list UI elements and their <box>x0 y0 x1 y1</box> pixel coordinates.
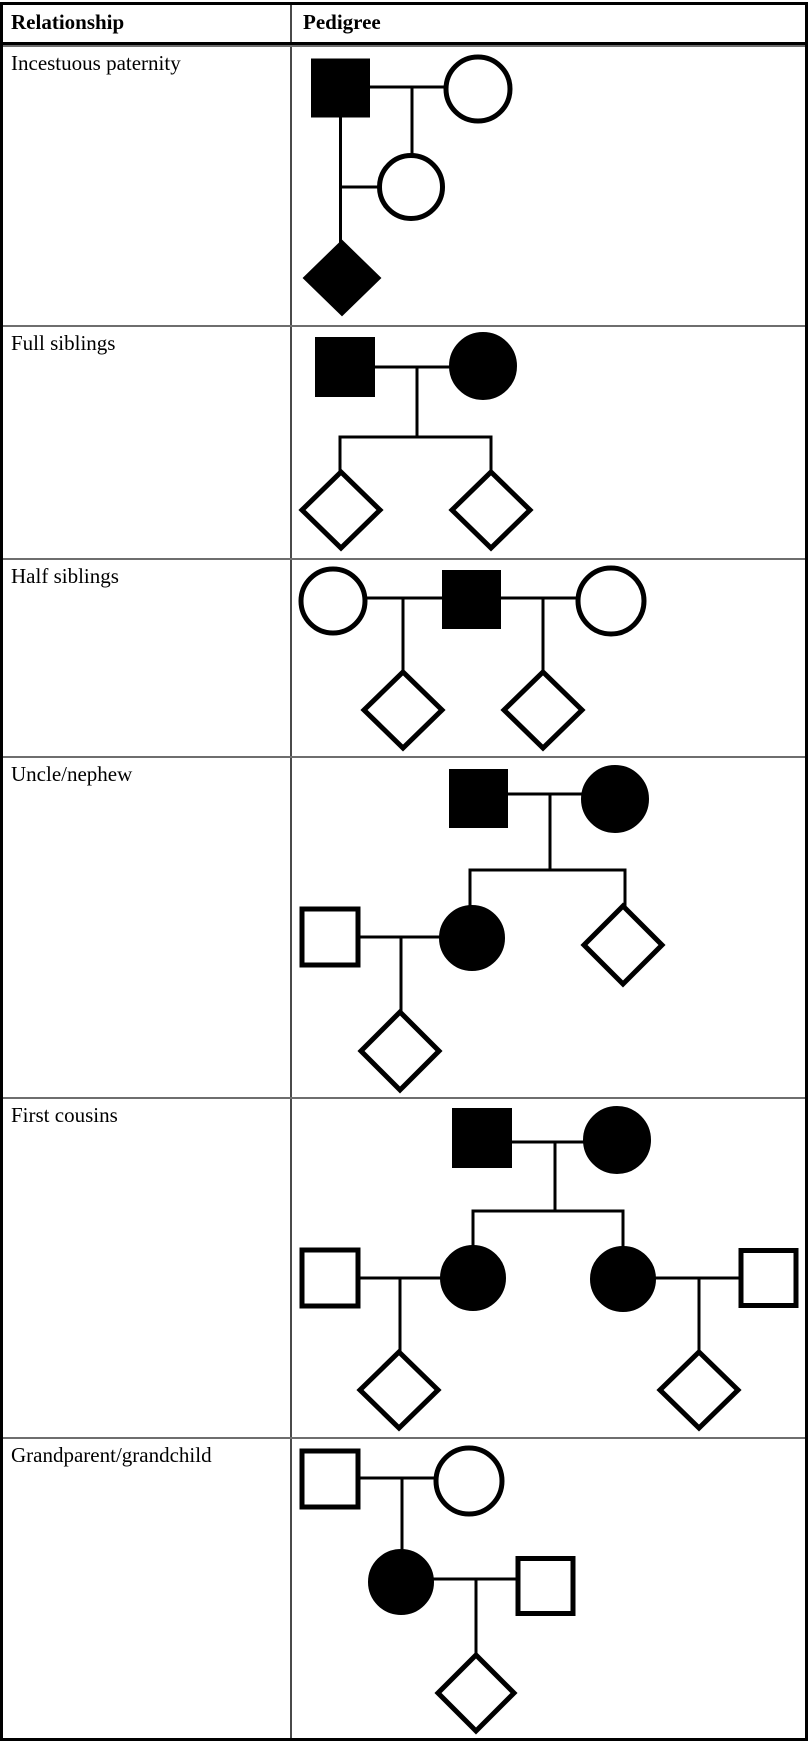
relationship-label: Full siblings <box>3 327 292 558</box>
pedigree-diagram <box>302 54 513 317</box>
pedigree-cell <box>292 560 805 756</box>
pedigree-square-affected-symbol <box>442 570 501 629</box>
table-row: Half siblings <box>3 558 805 756</box>
pedigree-diagram <box>298 332 534 552</box>
pedigree-circle-affected-symbol <box>583 1106 651 1174</box>
pedigree-diagram <box>298 565 647 752</box>
relationship-label: Half siblings <box>3 560 292 756</box>
pedigree-diamond-unaffected-symbol <box>434 1651 518 1735</box>
column-header-relationship: Relationship <box>3 5 292 42</box>
pedigree-diamond-unaffected-symbol <box>656 1348 742 1432</box>
pedigree-cell <box>292 1099 805 1437</box>
pedigree-circle-affected-symbol <box>590 1246 656 1312</box>
pedigree-diamond-unaffected-symbol <box>357 1008 443 1094</box>
pedigree-diagram <box>299 765 666 1094</box>
pedigree-square-unaffected-symbol <box>515 1556 576 1616</box>
relationship-label: First cousins <box>3 1099 292 1437</box>
table-row: Grandparent/grandchild <box>3 1437 805 1738</box>
pedigree-square-unaffected-symbol <box>299 906 361 968</box>
relationship-label: Grandparent/grandchild <box>3 1439 292 1738</box>
pedigree-diamond-unaffected-symbol <box>448 468 534 552</box>
pedigree-circle-affected-symbol <box>439 905 505 971</box>
column-header-pedigree: Pedigree <box>303 10 381 34</box>
pedigree-cell <box>292 758 805 1097</box>
pedigree-square-unaffected-symbol <box>738 1248 799 1308</box>
table-header-row: Relationship Pedigree <box>3 5 805 45</box>
pedigree-circle-affected-symbol <box>368 1549 434 1615</box>
pedigree-cell <box>292 1439 805 1738</box>
pedigree-square-unaffected-symbol <box>299 1448 361 1510</box>
pedigree-diamond-unaffected-symbol <box>360 668 446 752</box>
table-row: First cousins <box>3 1097 805 1437</box>
pedigree-circle-affected-symbol <box>440 1245 506 1311</box>
table-row: Uncle/nephew <box>3 756 805 1097</box>
pedigree-diamond-affected-symbol <box>302 239 382 317</box>
pedigree-circle-unaffected-symbol <box>298 566 368 636</box>
pedigree-circle-unaffected-symbol <box>433 1445 505 1517</box>
pedigree-diamond-unaffected-symbol <box>580 902 666 988</box>
pedigree-square-affected-symbol <box>449 769 508 828</box>
pedigree-circle-affected-symbol <box>449 332 517 400</box>
pedigree-diamond-unaffected-symbol <box>356 1348 442 1432</box>
pedigree-square-affected-symbol <box>452 1108 512 1168</box>
pedigree-diagram <box>299 1445 576 1735</box>
pedigree-cell <box>292 47 805 325</box>
table-row: Full siblings <box>3 325 805 558</box>
relationship-label: Uncle/nephew <box>3 758 292 1097</box>
pedigree-diamond-unaffected-symbol <box>298 468 384 552</box>
pedigree-circle-unaffected-symbol <box>443 54 513 124</box>
relationship-label: Incestuous paternity <box>3 47 292 325</box>
pedigree-square-unaffected-symbol <box>299 1247 361 1309</box>
pedigree-circle-unaffected-symbol <box>575 565 647 637</box>
pedigree-square-affected-symbol <box>315 337 375 397</box>
pedigree-diamond-unaffected-symbol <box>500 668 586 752</box>
pedigree-cell <box>292 327 805 558</box>
pedigree-circle-unaffected-symbol <box>377 153 445 221</box>
table-row: Incestuous paternity <box>3 45 805 325</box>
pedigree-circle-affected-symbol <box>581 765 649 833</box>
pedigree-square-affected-symbol <box>311 58 370 118</box>
pedigree-diagram <box>299 1106 799 1432</box>
